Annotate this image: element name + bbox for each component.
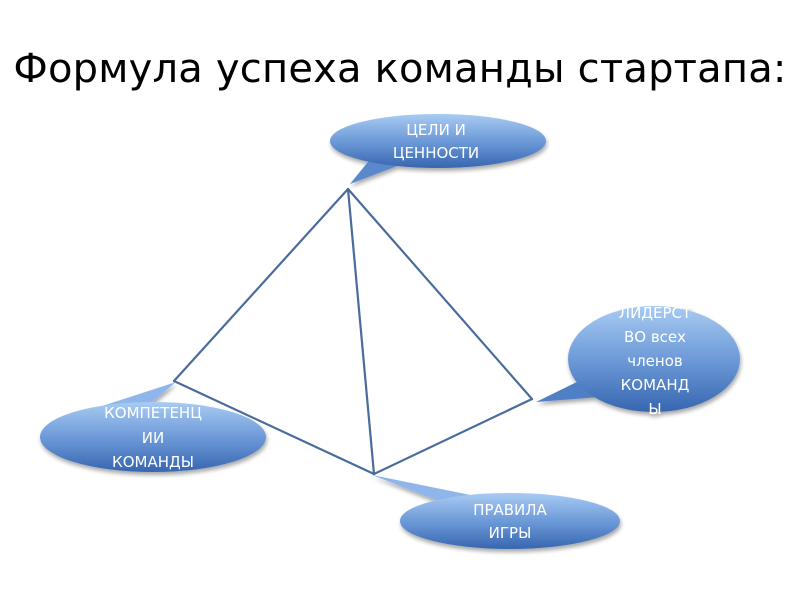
edge-apex-right: [346, 187, 534, 401]
bubble-rules: ПРАВИЛА ИГРЫ: [372, 475, 620, 549]
bubble-rules-line-1: ПРАВИЛА: [473, 501, 547, 519]
bubble-competencies-line-2: ИИ: [142, 429, 164, 447]
bubble-competencies-line-1: КОМПЕТЕНЦ: [104, 404, 202, 422]
bubble-goals-line-1: ЦЕЛИ И: [406, 121, 466, 139]
bubble-leadership-line-3: членов: [627, 352, 683, 370]
edge-apex-left: [172, 187, 350, 383]
bubble-rules-shape: [400, 493, 620, 549]
bubble-rules-line-2: ИГРЫ: [489, 524, 532, 542]
bubble-goals-values: ЦЕЛИ И ЦЕННОСТИ: [330, 114, 546, 184]
bubble-leadership-line-4: КОМАНД: [621, 376, 690, 394]
pyramid-edges: [172, 187, 534, 476]
edge-apex-bottom: [346, 187, 376, 476]
bubble-competencies-shape: [40, 402, 266, 472]
bubble-leadership-line-1: ЛИДЕРСТ: [619, 304, 692, 322]
bubble-competencies: КОМПЕТЕНЦ ИИ КОМАНДЫ: [40, 382, 266, 472]
edge-left-bottom: [172, 379, 376, 476]
slide-title: Формула успеха команды стартапа:: [13, 46, 787, 92]
bubble-leadership-line-5: Ы: [648, 400, 661, 418]
edge-bottom-right: [372, 397, 534, 476]
bubble-leadership: ЛИДЕРСТ ВО всех членов КОМАНД Ы: [536, 304, 740, 418]
bubble-rules-tail: [372, 475, 480, 500]
bubble-goals-line-2: ЦЕННОСТИ: [393, 144, 479, 162]
bubble-leadership-shape: [568, 306, 740, 412]
bubble-goals-shape: [330, 114, 546, 168]
bubble-competencies-line-3: КОМАНДЫ: [112, 453, 194, 471]
bubble-leadership-line-2: ВО всех: [624, 328, 686, 346]
